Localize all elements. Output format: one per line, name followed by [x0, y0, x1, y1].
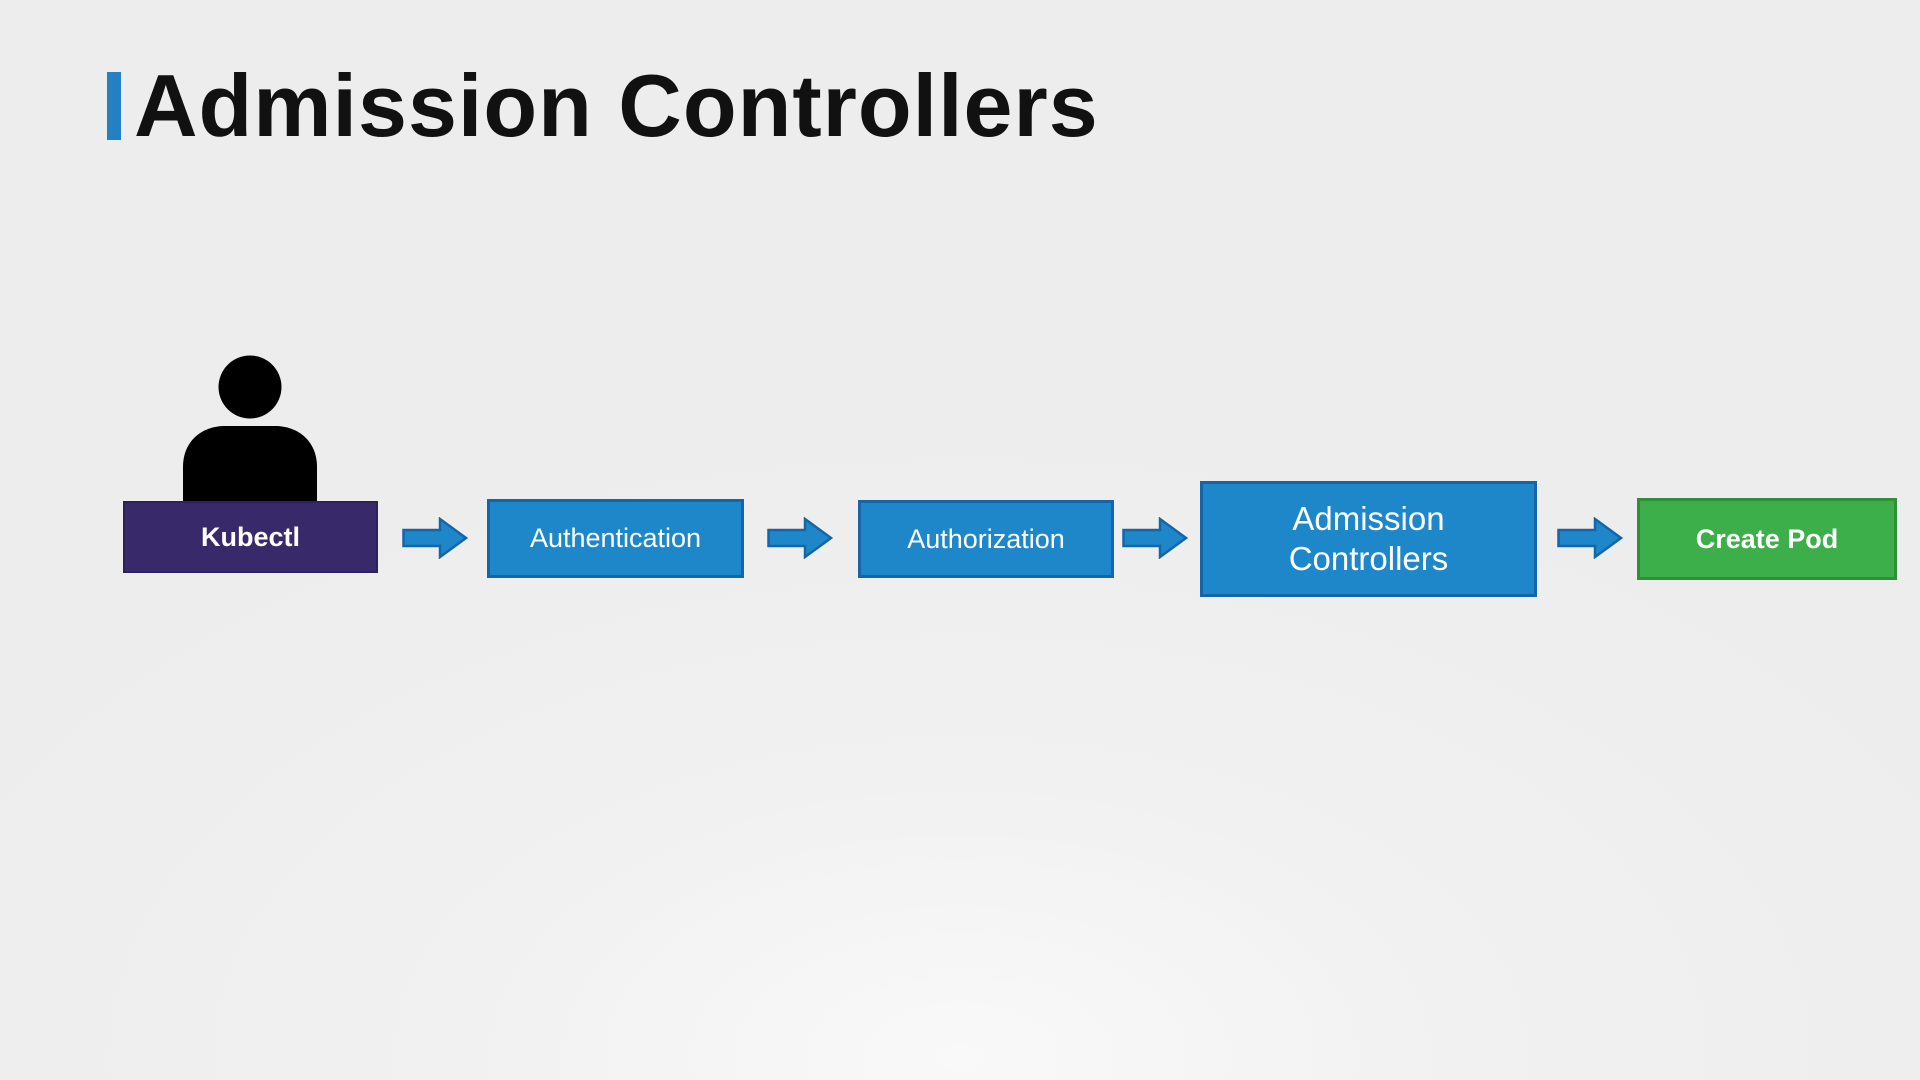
arrow-right-icon — [402, 517, 468, 559]
arrow-right-icon — [1557, 517, 1623, 559]
flow-node-label: Kubectl — [200, 521, 300, 552]
flow-node-label: Admission Controllers — [1288, 500, 1449, 577]
flow-node-create-pod: Create Pod — [1637, 498, 1897, 580]
title-accent-bar — [107, 72, 121, 140]
flow-node-label: Authorization — [907, 523, 1065, 554]
flow-node-kubectl: Kubectl — [123, 501, 378, 573]
flow-node-authorization: Authorization — [858, 500, 1114, 578]
flow-node-label: Create Pod — [1695, 523, 1839, 554]
arrow-right-icon — [1122, 517, 1188, 559]
flow-node-admission-controllers: Admission Controllers — [1200, 481, 1537, 597]
page-title: Admission Controllers — [134, 56, 1099, 155]
flow-node-authentication: Authentication — [487, 499, 744, 578]
slide-title-block: Admission Controllers — [107, 58, 1099, 154]
flow-node-label: Authentication — [529, 523, 702, 553]
user-icon — [183, 355, 317, 501]
arrow-right-icon — [767, 517, 833, 559]
